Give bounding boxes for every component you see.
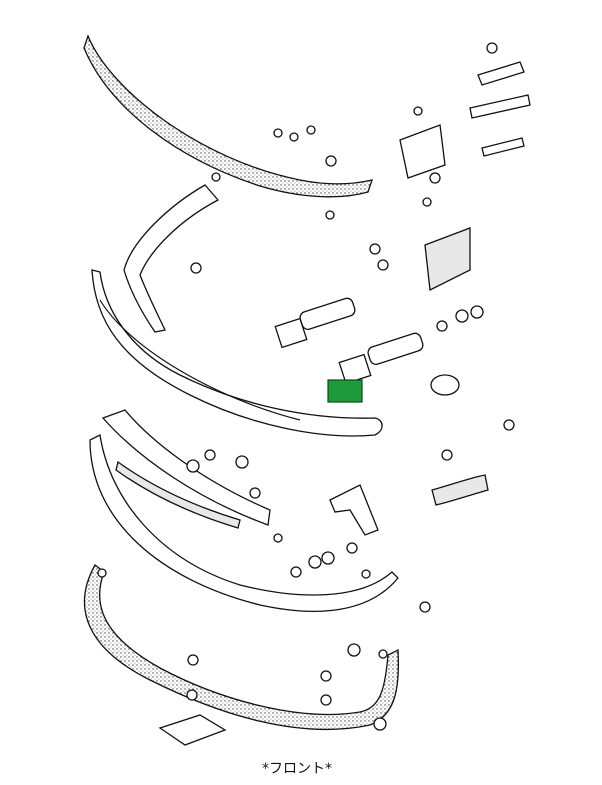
plate-3[interactable] (481, 137, 525, 157)
plate-1[interactable] (477, 61, 525, 86)
pipe-clamp[interactable] (430, 374, 460, 396)
diagram-caption: *フロント* (262, 761, 332, 777)
base-plate[interactable] (158, 714, 227, 746)
air-guide-grille[interactable] (424, 227, 471, 291)
fasteners (97, 42, 515, 731)
upper-spoiler-strip[interactable] (83, 34, 373, 198)
bumper-reinforcement[interactable] (123, 184, 220, 333)
mounting-bracket[interactable] (329, 484, 379, 536)
grille-insert[interactable] (115, 460, 241, 529)
front-bumper-cover[interactable] (89, 434, 399, 612)
bumper-bar-edge-line (99, 299, 301, 421)
side-marker-light[interactable] (431, 474, 489, 506)
cover-flap[interactable] (399, 124, 446, 179)
license-plate-bracket[interactable] (327, 379, 363, 403)
lower-front-spoiler[interactable] (83, 564, 400, 731)
impact-absorber-left[interactable] (274, 297, 356, 349)
bumper-inner-trim[interactable] (101, 409, 271, 526)
plate-2[interactable] (469, 94, 531, 119)
impact-absorber-right[interactable] (338, 332, 424, 385)
front-bumper-bar[interactable] (91, 269, 383, 437)
